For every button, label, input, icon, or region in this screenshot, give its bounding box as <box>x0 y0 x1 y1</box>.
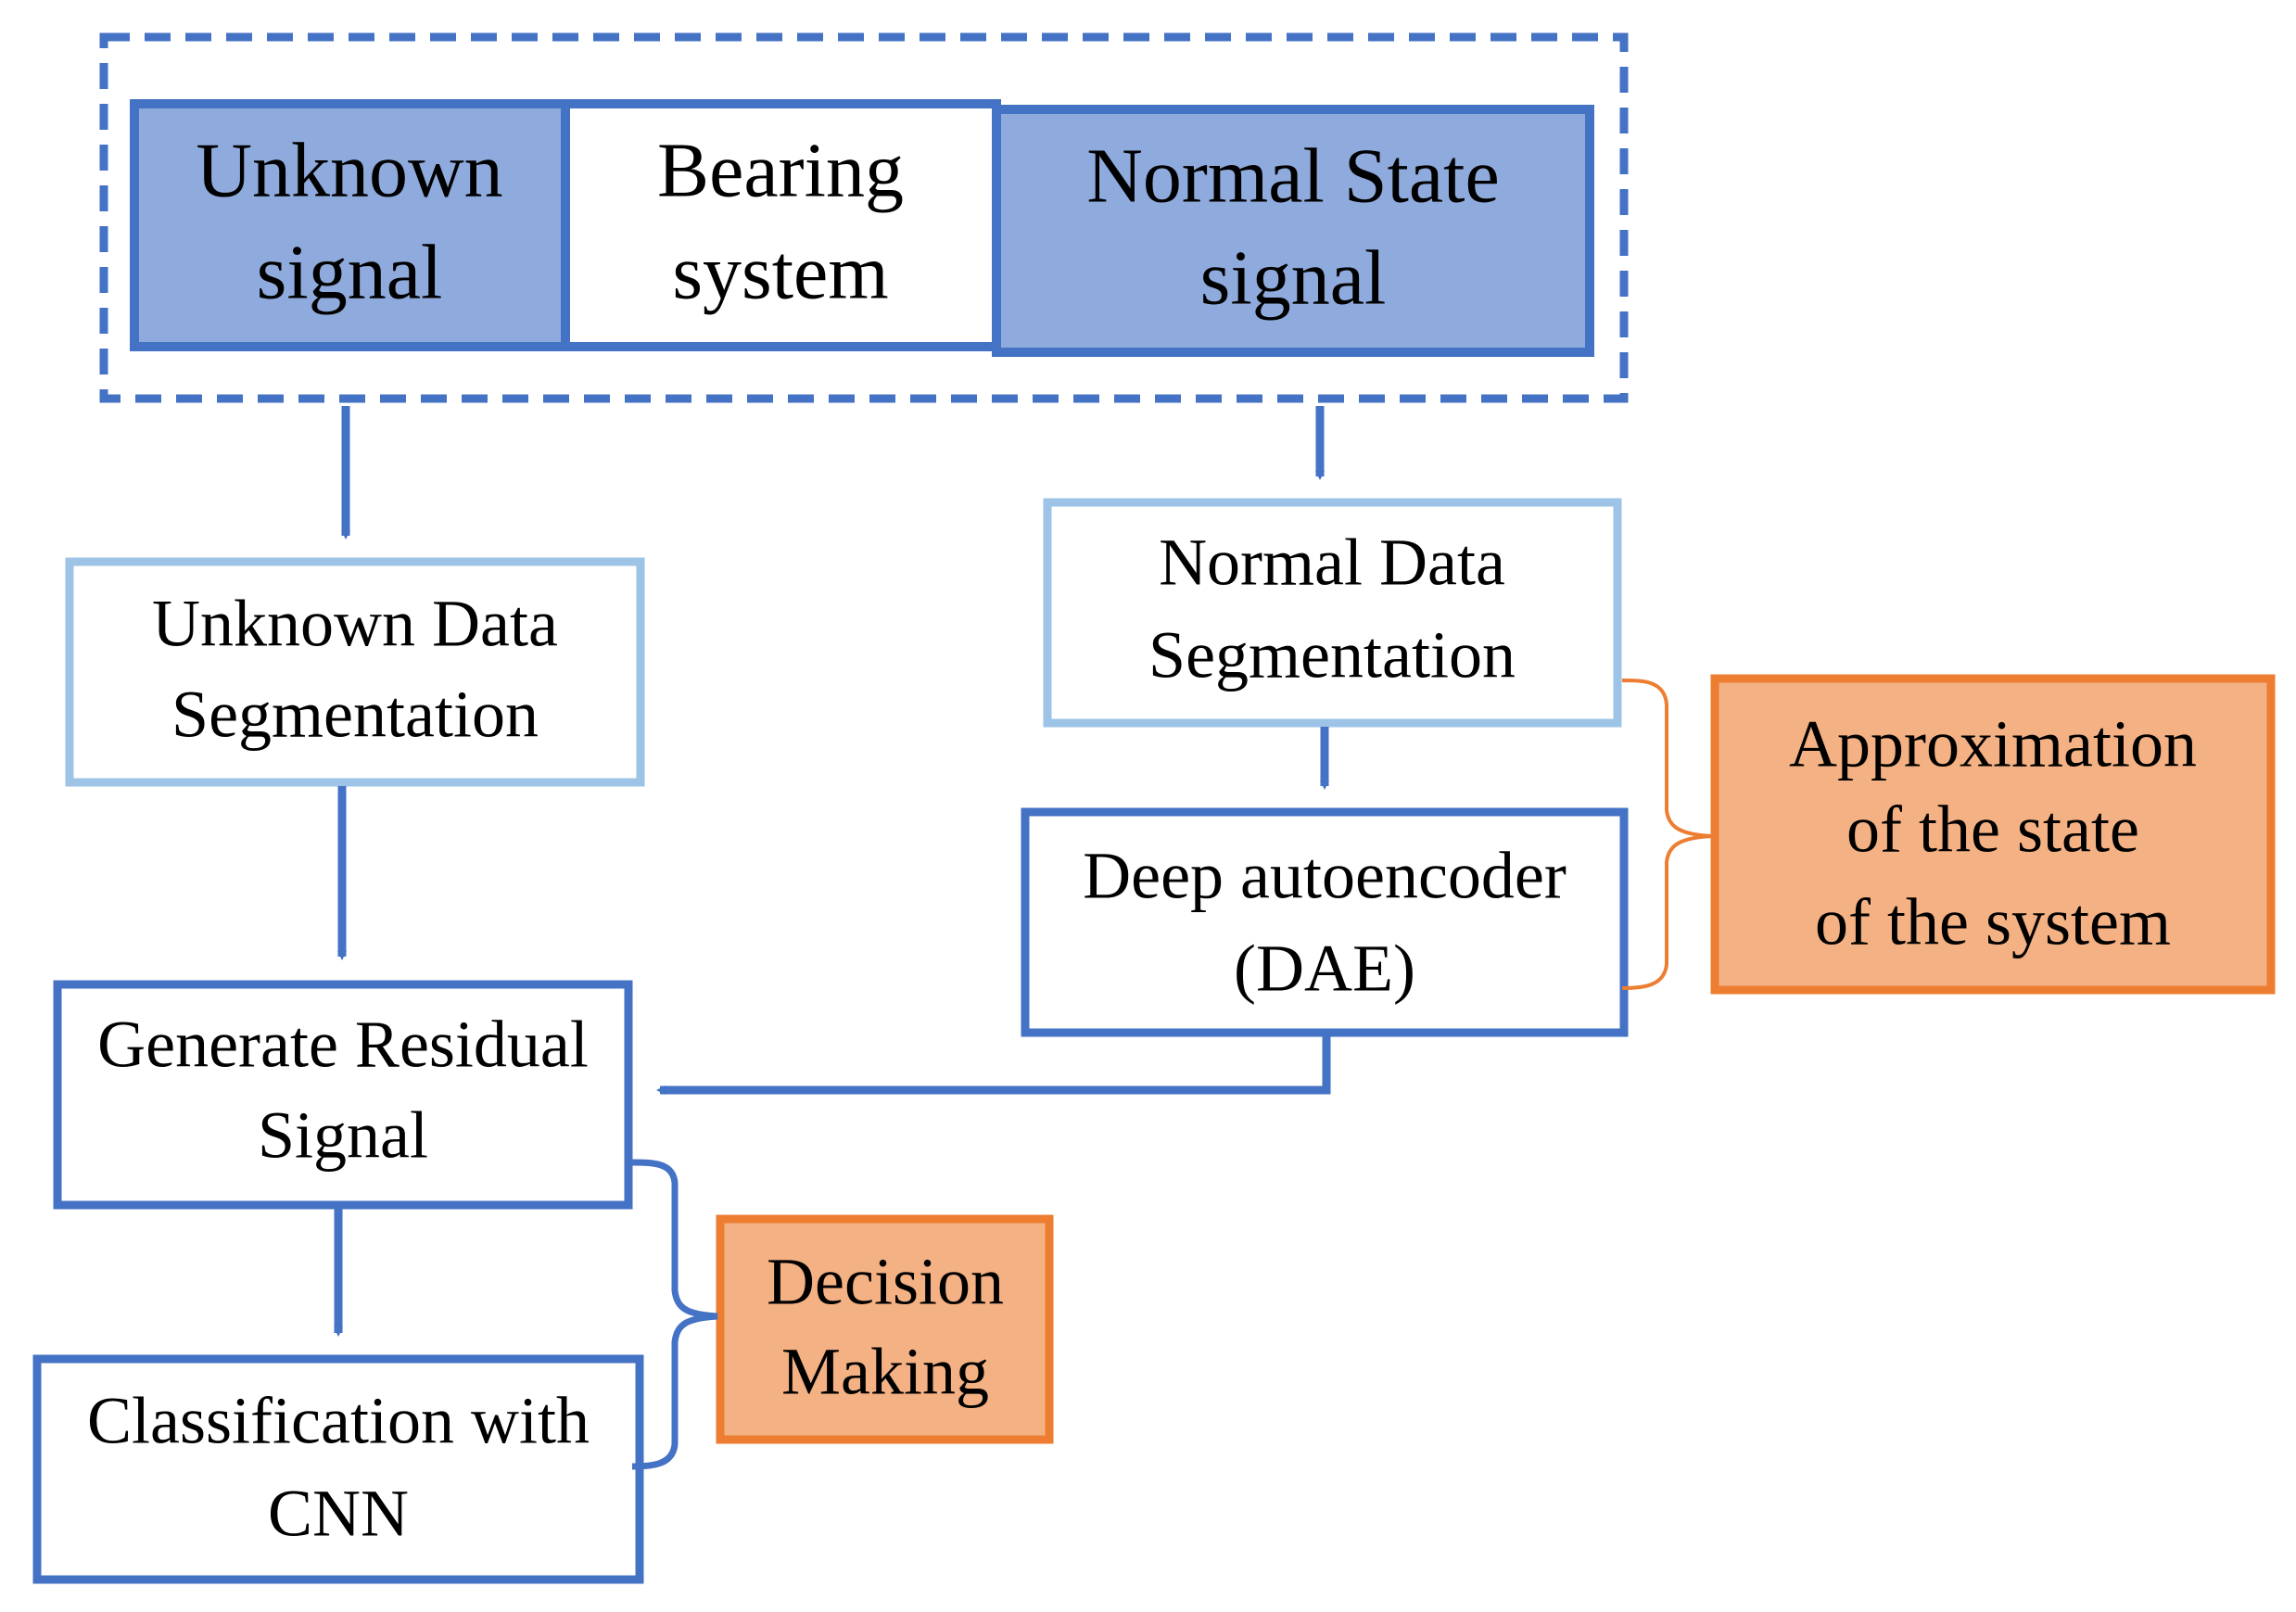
classification-cnn-box: Classification with CNN <box>32 1354 644 1584</box>
deep-autoencoder-box: Deep autoencoder (DAE) <box>1021 807 1629 1037</box>
decision-making-label-line1: Decision <box>767 1245 1004 1319</box>
approximation-bracket <box>1621 679 1712 990</box>
input-group-dashed-frame <box>99 32 1629 403</box>
unknown-data-segmentation-label-line2: Segmentation <box>171 678 539 752</box>
approximation-state-label-line1: Approximation <box>1789 707 2197 781</box>
normal-state-signal-label-line2: signal <box>1200 235 1387 321</box>
deep-autoencoder-label-line2: (DAE) <box>1234 932 1415 1006</box>
unknown-signal-label-line1: Unknown <box>196 127 502 213</box>
approximation-state-box: Approximation of the state of the system <box>1710 674 2276 995</box>
generate-residual-signal-box: Generate Residual Signal <box>53 980 633 1210</box>
normal-data-segmentation-label-line1: Normal Data <box>1159 526 1505 600</box>
approximation-state-label-line2: of the state <box>1846 793 2139 867</box>
unknown-data-segmentation-box: Unknown Data Segmentation <box>65 557 645 787</box>
classification-cnn-label-line2: CNN <box>268 1477 409 1551</box>
unknown-data-segmentation-label-line1: Unknown Data <box>152 587 558 661</box>
decision-making-label-line2: Making <box>781 1335 989 1409</box>
bearing-system-label-line1: Bearing <box>657 127 904 213</box>
generate-residual-signal-label-line1: Generate Residual <box>97 1008 589 1082</box>
unknown-signal-box: Unknown signal <box>130 99 570 351</box>
generate-residual-signal-label-line2: Signal <box>258 1098 428 1173</box>
bearing-system-label-line2: system <box>672 229 888 315</box>
deep-autoencoder-label-line1: Deep autoencoder <box>1083 839 1567 913</box>
decision-bracket <box>631 1159 718 1470</box>
normal-state-signal-box: Normal State signal <box>992 105 1594 357</box>
connectors <box>334 406 1331 1337</box>
arrow-dae-to-residual <box>656 1036 1331 1095</box>
normal-data-segmentation-label-line2: Segmentation <box>1148 618 1516 692</box>
bearing-system-box: Bearing system <box>561 99 1001 351</box>
normal-data-segmentation-box: Normal Data Segmentation <box>1043 498 1622 728</box>
classification-cnn-label-line1: Classification with <box>87 1384 590 1458</box>
unknown-signal-label-line2: signal <box>257 229 443 315</box>
approximation-state-label-line3: of the system <box>1815 885 2171 959</box>
decision-making-box: Decision Making <box>716 1214 1054 1444</box>
normal-state-signal-label-line1: Normal State <box>1086 133 1500 219</box>
